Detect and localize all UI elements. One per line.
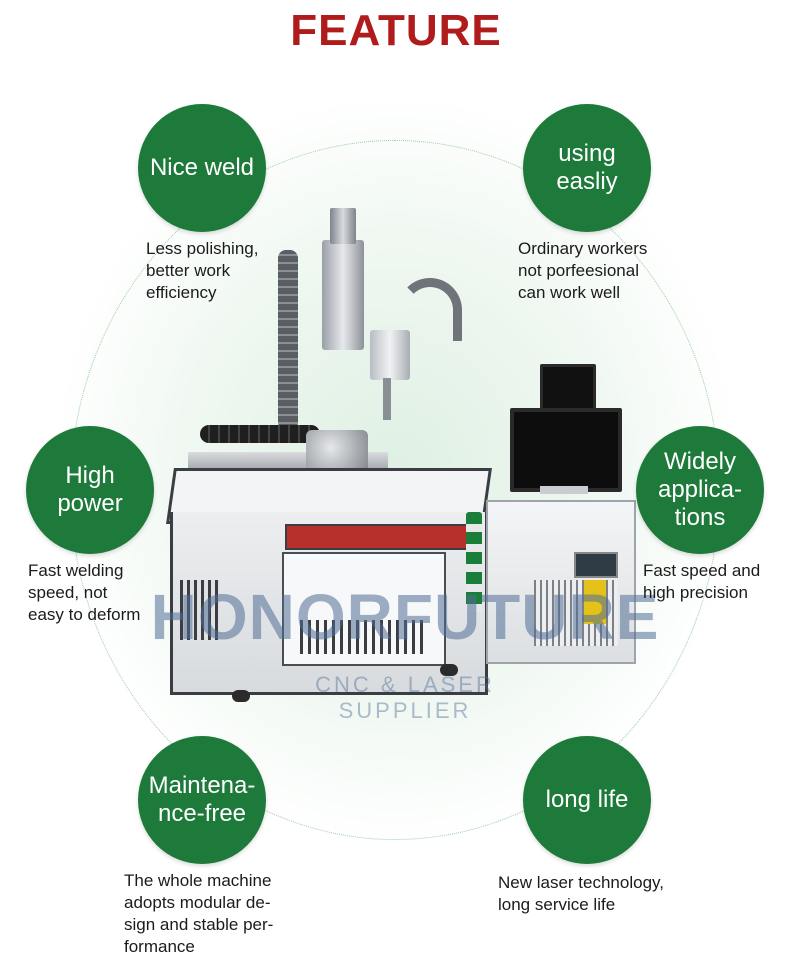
- cable-chain-horizontal: [200, 425, 320, 443]
- feature-desc-high-power: Fast welding speed, not easy to deform: [28, 561, 141, 625]
- cabinet-vent: [300, 620, 424, 654]
- feature-badge-using-easily: using easliy: [523, 104, 651, 232]
- machine-column: [322, 240, 364, 350]
- feature-badge-high-power: High power: [26, 426, 154, 554]
- cabinet-red-stripe: [285, 524, 469, 550]
- chiller-warning-label: [584, 580, 606, 624]
- feature-desc-using-easily: Ordinary workers not porfeesional can wo…: [518, 239, 648, 303]
- feature-desc-maintenance-free: The whole machine adopts modular de- sig…: [124, 871, 274, 957]
- caster-wheel-left: [232, 690, 250, 702]
- feature-badge-widely-applications: Widely applica- tions: [636, 426, 764, 554]
- feature-badge-label: Nice weld: [149, 153, 255, 181]
- feature-badge-label: Maintena- nce-free: [148, 771, 256, 827]
- monitor-large: [510, 408, 622, 492]
- feature-badge-label: High power: [57, 461, 123, 517]
- chiller-display: [574, 552, 618, 578]
- machine-column-top: [330, 208, 356, 244]
- feature-desc-long-life: New laser technology, long service life: [498, 873, 664, 915]
- feature-desc-widely-applications: Fast speed and high precision: [643, 561, 761, 603]
- feature-badge-label: long life: [545, 785, 629, 813]
- side-vent: [180, 580, 220, 640]
- feature-badge-nice-weld: Nice weld: [138, 104, 266, 232]
- control-button-strip: [466, 512, 482, 612]
- feature-badge-label: Widely applica- tions: [657, 447, 743, 532]
- cable-chain: [278, 250, 298, 430]
- feature-desc-nice-weld: Less polishing, better work efficiency: [146, 239, 259, 303]
- feature-badge-maintenance-free: Maintena- nce-free: [138, 736, 266, 864]
- caster-wheel-right: [440, 664, 458, 676]
- watermark-tagline: CNC & LASER SUPPLIER: [315, 672, 495, 723]
- feature-badge-label: using easliy: [556, 139, 618, 195]
- monitor-small: [540, 364, 596, 412]
- watermark-brand: HONORFUTURE: [150, 581, 660, 653]
- rotary-fixture: [306, 430, 368, 474]
- monitor-arm: [540, 486, 588, 494]
- page-title: FEATURE: [290, 6, 502, 55]
- feature-badge-long-life: long life: [523, 736, 651, 864]
- fiber-cable: [398, 278, 462, 341]
- welding-head-nozzle: [383, 378, 391, 420]
